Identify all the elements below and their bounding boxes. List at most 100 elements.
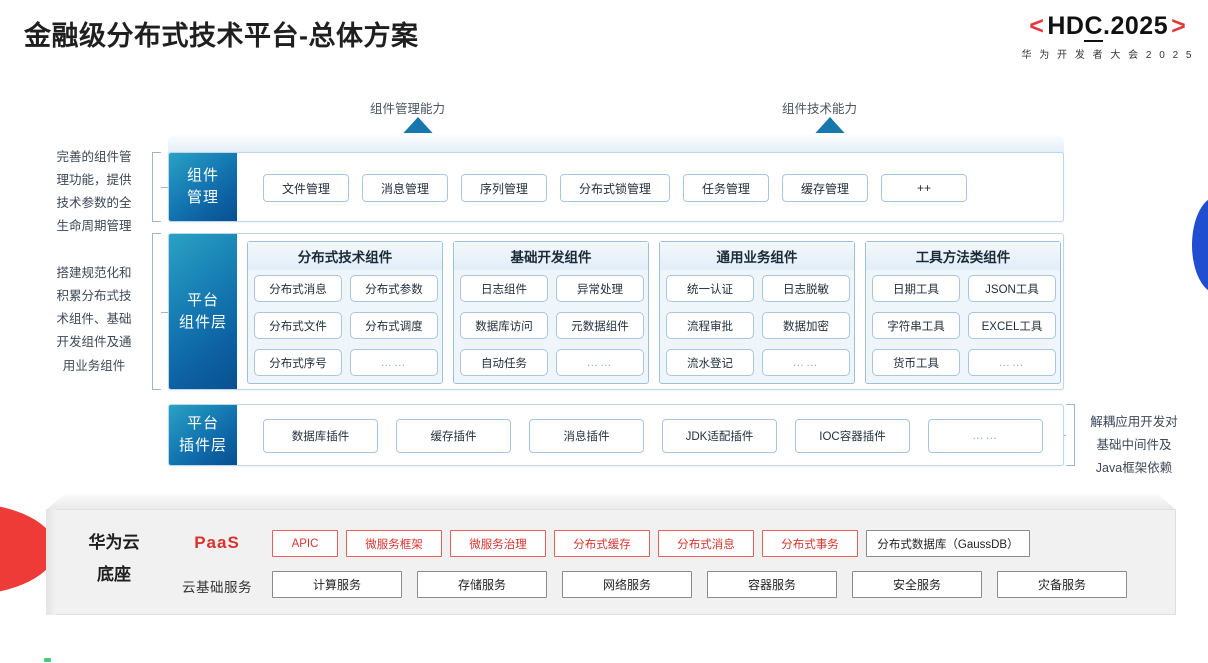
side-note-component-layer: 搭建规范化和积累分布式技术组件、基础开发组件及通用业务组件	[34, 262, 154, 378]
row-label-line-1: 平台	[186, 291, 219, 309]
management-item-6[interactable]: 缓存管理	[782, 174, 868, 202]
hdc-logo-text: HDC.2025	[1047, 12, 1169, 42]
paas-item-1[interactable]: APIC	[272, 530, 338, 557]
cloud-service-item-2[interactable]: 存储服务	[417, 571, 547, 598]
component-item-4-3[interactable]: 字符串工具	[872, 312, 960, 339]
component-item-2-4[interactable]: 元数据组件	[556, 312, 644, 339]
hdc-logo-subtitle: 华 为 开 发 者 大 会 2 0 2 5	[1021, 50, 1194, 61]
hdc-logo-main: <HDC.2025>	[1021, 12, 1194, 42]
component-item-2-3[interactable]: 数据库访问	[460, 312, 548, 339]
component-item-4-2[interactable]: JSON工具	[968, 275, 1056, 302]
plugin-item-4[interactable]: JDK适配插件	[662, 419, 777, 453]
component-item-1-5[interactable]: 分布式序号	[254, 349, 342, 376]
component-item-3-6[interactable]: ……	[762, 349, 850, 376]
paas-item-2[interactable]: 微服务框架	[346, 530, 442, 557]
paas-item-6[interactable]: 分布式事务	[762, 530, 858, 557]
paas-item-5[interactable]: 分布式消息	[658, 530, 754, 557]
row-body-platform-plugin-layer: 数据库插件缓存插件消息插件 JDK适配插件 IOC容器插件 ……	[237, 405, 1063, 465]
plugin-item-3[interactable]: 消息插件	[529, 419, 644, 453]
management-item-1[interactable]: 文件管理	[263, 174, 349, 202]
paas-item-7[interactable]: 分布式数据库（GaussDB）	[866, 530, 1030, 557]
paas-row-label: PaaS	[194, 533, 240, 552]
side-note-component-management: 完善的组件管理功能，提供技术参数的全生命周期管理	[34, 146, 154, 239]
side-note-decoupling-line-2: 基础中间件及	[1096, 438, 1172, 453]
blue-lens-decoration	[1192, 196, 1208, 294]
side-note-component-layer-line-3: 术组件、基础	[56, 312, 132, 327]
side-note-component-layer-line-5: 用业务组件	[62, 358, 126, 373]
hdc-close-bracket-icon: >	[1171, 12, 1187, 40]
cloud-service-item-1[interactable]: 计算服务	[272, 571, 402, 598]
component-group-4: 工具方法类组件日期工具 JSON工具字符串工具 EXCEL工具货币工具 ……	[865, 241, 1061, 384]
bracket-right-plugin-layer	[1058, 404, 1075, 466]
paas-item-3[interactable]: 微服务治理	[450, 530, 546, 557]
side-note-component-layer-line-1: 搭建规范化和	[56, 266, 132, 280]
plugin-item-1[interactable]: 数据库插件	[263, 419, 378, 453]
component-item-3-1[interactable]: 统一认证	[666, 275, 754, 302]
side-note-component-management-line-1: 完善的组件管	[56, 150, 132, 164]
management-item-3[interactable]: 序列管理	[461, 174, 547, 202]
row-label-line-1: 组件	[186, 167, 219, 185]
component-item-1-6[interactable]: ……	[350, 349, 438, 376]
component-item-3-4[interactable]: 数据加密	[762, 312, 850, 339]
row-platform-component-layer: 平台 组件层 分布式技术组件分布式消息分布式参数分布式文件分布式调度分布式序号……	[168, 233, 1064, 390]
component-item-2-2[interactable]: 异常处理	[556, 275, 644, 302]
base-title-line-2: 底座	[97, 565, 131, 585]
management-item-7[interactable]: ++	[881, 174, 967, 202]
component-item-3-3[interactable]: 流程审批	[666, 312, 754, 339]
component-item-1-4[interactable]: 分布式调度	[350, 312, 438, 339]
component-group-2: 基础开发组件日志组件异常处理数据库访问元数据组件自动任务……	[453, 241, 649, 384]
management-item-2[interactable]: 消息管理	[362, 174, 448, 202]
bracket-left-component-layer	[152, 233, 169, 390]
bracket-left-management	[152, 152, 169, 222]
row-component-management: 组件 管理 文件管理消息管理序列管理分布式锁管理任务管理缓存管理 ++	[168, 152, 1064, 222]
component-item-4-5[interactable]: 货币工具	[872, 349, 960, 376]
cloud-service-row-label: 云基础服务	[182, 580, 252, 595]
cloud-service-item-5[interactable]: 安全服务	[852, 571, 982, 598]
component-item-2-5[interactable]: 自动任务	[460, 349, 548, 376]
side-note-component-layer-line-4: 开发组件及通	[56, 335, 132, 350]
base-title: 华为云 底座	[68, 527, 160, 592]
component-item-3-5[interactable]: 流水登记	[666, 349, 754, 376]
component-group-title-3: 通用业务组件	[660, 242, 854, 270]
component-item-2-1[interactable]: 日志组件	[460, 275, 548, 302]
row-body-component-management: 文件管理消息管理序列管理分布式锁管理任务管理缓存管理 ++	[237, 153, 1063, 221]
side-note-component-layer-line-2: 积累分布式技	[56, 289, 132, 304]
plugin-item-2[interactable]: 缓存插件	[396, 419, 511, 453]
base-panel-bevel	[46, 494, 1176, 510]
row-label-line-2: 插件层	[178, 437, 227, 454]
side-note-decoupling-line-1: 解耦应用开发对	[1090, 415, 1178, 429]
side-note-component-management-line-2: 理功能，提供	[56, 173, 132, 188]
paas-item-4[interactable]: 分布式缓存	[554, 530, 650, 557]
row-label-line-2: 管理	[186, 189, 219, 206]
component-group-title-1: 分布式技术组件	[248, 242, 442, 270]
base-panel	[46, 509, 1176, 615]
side-note-component-management-line-3: 技术参数的全	[56, 196, 132, 211]
component-group-3: 通用业务组件统一认证日志脱敏流程审批数据加密流水登记 ……	[659, 241, 855, 384]
row-body-platform-component-layer: 分布式技术组件分布式消息分布式参数分布式文件分布式调度分布式序号……基础开发组件…	[237, 234, 1063, 389]
cloud-service-item-6[interactable]: 灾备服务	[997, 571, 1127, 598]
management-item-5[interactable]: 任务管理	[683, 174, 769, 202]
callout-label-component-technology: 组件技术能力	[782, 102, 858, 116]
management-item-4[interactable]: 分布式锁管理	[560, 174, 670, 202]
cloud-service-item-4[interactable]: 容器服务	[707, 571, 837, 598]
component-item-1-1[interactable]: 分布式消息	[254, 275, 342, 302]
component-item-1-2[interactable]: 分布式参数	[350, 275, 438, 302]
plugin-item-5[interactable]: IOC容器插件	[795, 419, 910, 453]
component-item-4-6[interactable]: ……	[968, 349, 1056, 376]
component-item-3-2[interactable]: 日志脱敏	[762, 275, 850, 302]
base-panel-side	[46, 509, 56, 615]
component-item-4-4[interactable]: EXCEL工具	[968, 312, 1056, 339]
component-item-2-6[interactable]: ……	[556, 349, 644, 376]
hdc-open-bracket-icon: <	[1029, 12, 1045, 40]
component-item-1-3[interactable]: 分布式文件	[254, 312, 342, 339]
cloud-service-item-3[interactable]: 网络服务	[562, 571, 692, 598]
hdc-logo: <HDC.2025> 华 为 开 发 者 大 会 2 0 2 5	[1021, 12, 1194, 61]
green-tick-decoration	[44, 658, 51, 662]
component-item-4-1[interactable]: 日期工具	[872, 275, 960, 302]
callout-label-component-management: 组件管理能力	[370, 102, 446, 116]
plugin-item-6[interactable]: ……	[928, 419, 1043, 453]
component-group-title-4: 工具方法类组件	[866, 242, 1060, 270]
